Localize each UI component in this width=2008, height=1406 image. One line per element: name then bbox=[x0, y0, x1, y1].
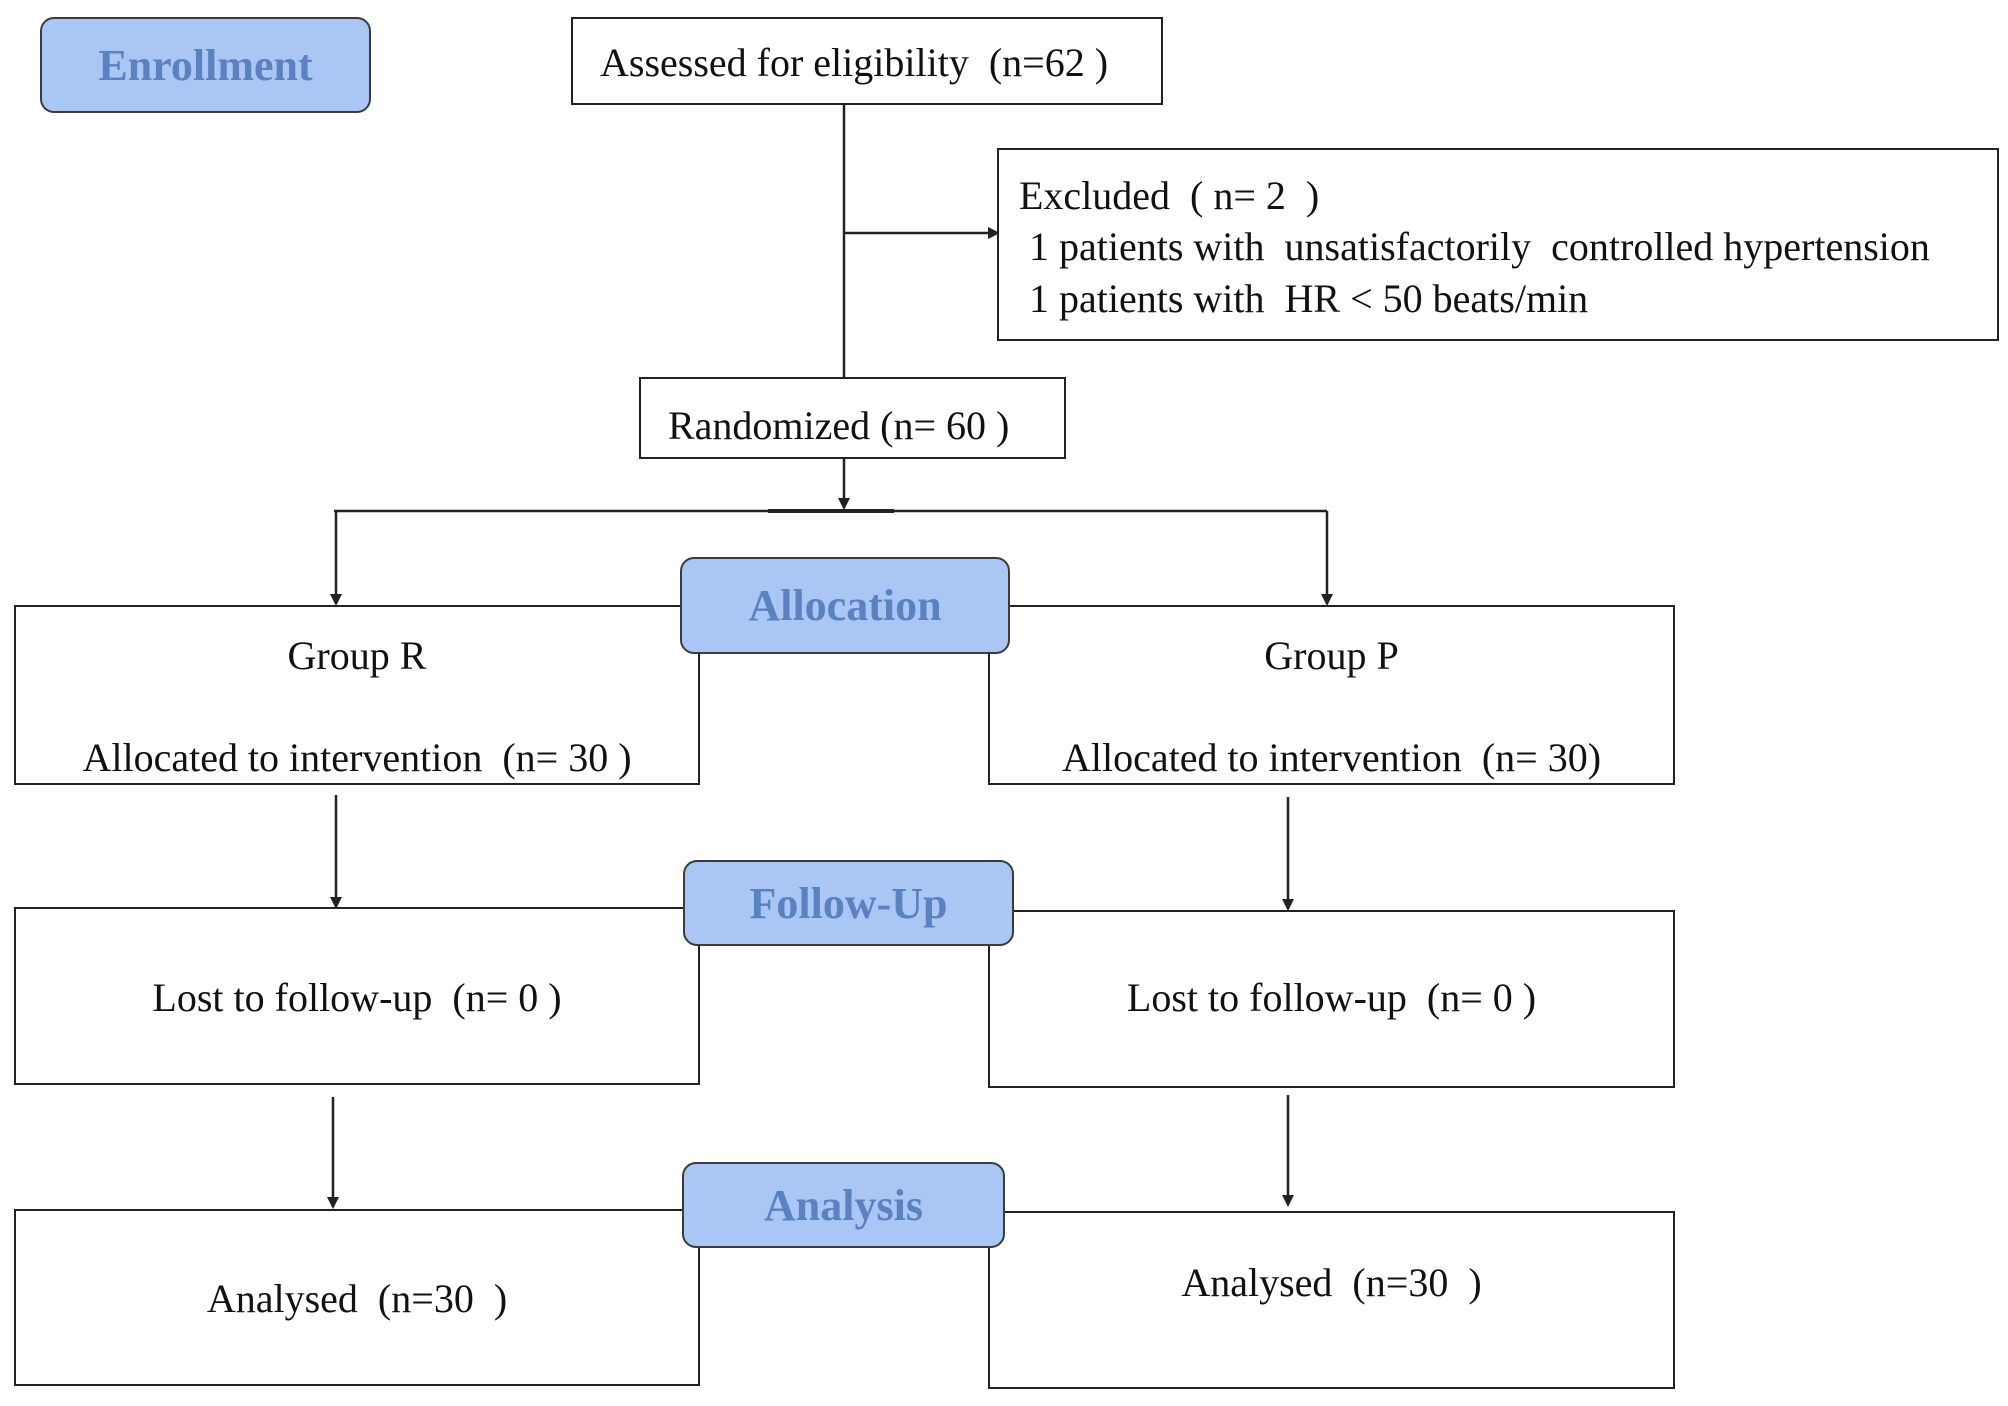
group-r-name: Group R bbox=[287, 633, 427, 678]
group-r-allocation-box bbox=[14, 605, 700, 785]
assessed-text: Assessed for eligibility (n=62 ) bbox=[600, 40, 1109, 85]
group-p-analysis-box bbox=[988, 1211, 1675, 1389]
group-p-follow-up-box bbox=[988, 910, 1675, 1088]
group-p-lost-text: Lost to follow-up (n= 0 ) bbox=[1126, 975, 1537, 1020]
group-r-lost-text: Lost to follow-up (n= 0 ) bbox=[152, 975, 562, 1020]
group-r-analysed-text: Analysed (n=30 ) bbox=[206, 1276, 508, 1321]
excluded-reason-1: 1 patients with unsatisfactorily control… bbox=[1019, 224, 1930, 269]
group-p-name: Group P bbox=[1264, 633, 1399, 678]
excluded-box bbox=[997, 148, 1999, 341]
group-r-analysis-box bbox=[14, 1209, 700, 1386]
group-r-allocated-text: Allocated to intervention (n= 30 ) bbox=[82, 735, 632, 780]
group-p-allocated-text: Allocated to intervention (n= 30) bbox=[1061, 735, 1602, 780]
excluded-reason-2: 1 patients with HR < 50 beats/min bbox=[1019, 276, 1589, 321]
enrollment-stage-label: Enrollment bbox=[40, 17, 371, 113]
group-r-follow-up-box bbox=[14, 907, 700, 1085]
assessed-box bbox=[571, 17, 1163, 105]
randomized-text: Randomized (n= 60 ) bbox=[668, 403, 1010, 448]
excluded-title: Excluded ( n= 2 ) bbox=[1019, 173, 1320, 218]
analysis-stage-label: Analysis bbox=[682, 1162, 1005, 1248]
allocation-stage-label: Allocation bbox=[680, 557, 1010, 654]
group-p-analysed-text: Analysed (n=30 ) bbox=[1181, 1260, 1482, 1305]
randomized-box bbox=[639, 377, 1066, 459]
group-p-allocation-box bbox=[988, 605, 1675, 785]
follow-up-stage-label: Follow-Up bbox=[683, 860, 1014, 946]
